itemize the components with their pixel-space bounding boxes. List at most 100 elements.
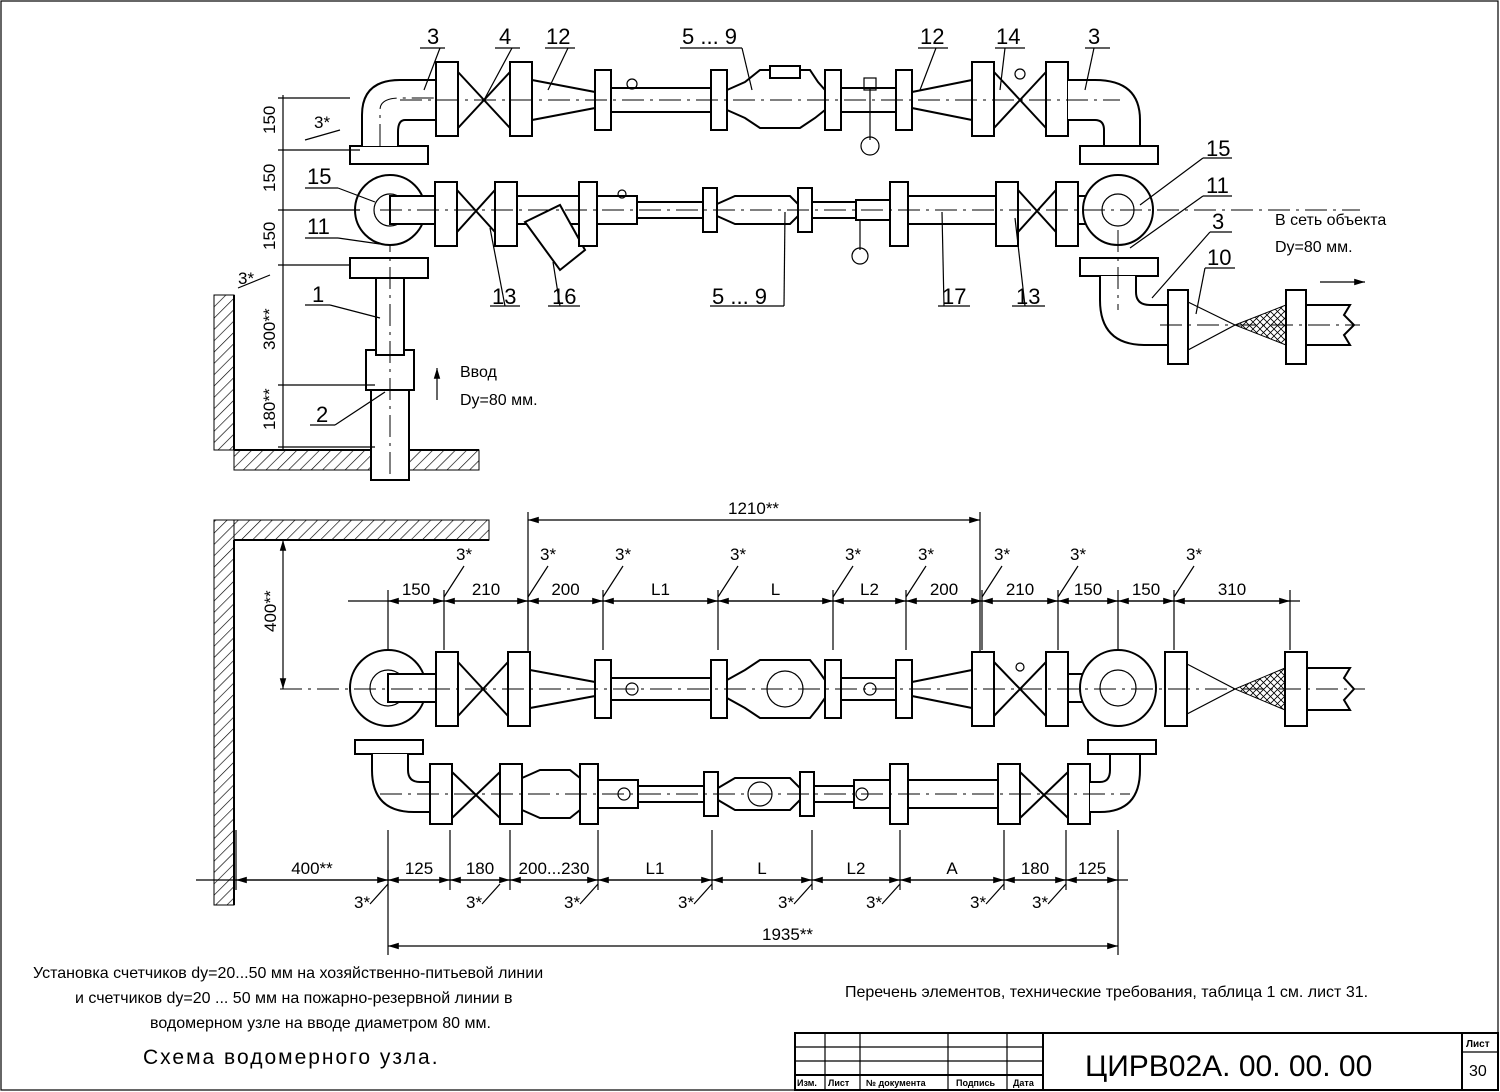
pos-5-9-lower: 5 ... 9 <box>712 284 767 309</box>
dim-300: 300** <box>260 308 279 350</box>
description-line-1: Установка счетчиков dy=20...50 мм на хоз… <box>33 965 543 982</box>
top-dim-value-6: 200 <box>930 580 958 599</box>
pos-5-9-upper: 5 ... 9 <box>682 24 737 49</box>
bottom-dim-value-6: L2 <box>847 859 866 878</box>
inlet-label: Ввод <box>460 364 498 381</box>
bottom-star-leader-2 <box>579 883 599 905</box>
pos-13-right: 13 <box>1016 284 1040 309</box>
floor-hatch <box>233 449 480 471</box>
top-star-leader-0 <box>443 565 465 598</box>
top-star-leader-4 <box>832 565 854 598</box>
col-izm: Изм. <box>797 1078 817 1088</box>
bottom-star-0: 3* <box>354 893 370 912</box>
bottom-dim-value-4: L1 <box>646 859 665 878</box>
top-dim-value-0: 150 <box>402 580 430 599</box>
col-date: Дата <box>1013 1078 1035 1088</box>
reference-note: Перечень элементов, технические требован… <box>845 984 1368 1001</box>
bottom-upper-line <box>280 649 1365 727</box>
pos-16: 16 <box>552 284 576 309</box>
top-dim-value-9: 150 <box>1132 580 1160 599</box>
scheme-title: Схема водомерного узла. <box>143 1046 440 1069</box>
bottom-star-leader-4 <box>793 883 813 905</box>
bottom-star-4: 3* <box>778 893 794 912</box>
pos-14: 14 <box>996 24 1020 49</box>
title-block: Изм. Лист № документа Подпись Дата ЦИРВ0… <box>794 1032 1499 1091</box>
pos-10: 10 <box>1207 245 1231 270</box>
top-star-6: 3* <box>994 545 1010 564</box>
col-list: Лист <box>828 1078 850 1088</box>
bottom-lower-line <box>354 739 1157 825</box>
top-dim-value-1: 210 <box>472 580 500 599</box>
pos-3-left: 3 <box>427 24 439 49</box>
top-dim-value-4: L <box>771 580 780 599</box>
bottom-star-1: 3* <box>466 893 482 912</box>
top-star-2: 3* <box>615 545 631 564</box>
top-star-3: 3* <box>730 545 746 564</box>
pos-3-outlet: 3 <box>1212 209 1224 234</box>
bottom-star-5: 3* <box>866 893 882 912</box>
bottom-dim-value-7: А <box>946 859 958 878</box>
pos-13-left: 13 <box>492 284 516 309</box>
inlet-riser <box>349 145 429 481</box>
dim-180: 180** <box>260 388 279 430</box>
top-dim-value-8: 150 <box>1074 580 1102 599</box>
top-dim-value-7: 210 <box>1006 580 1034 599</box>
bottom-dim-value-0: 400** <box>291 859 333 878</box>
wall-hatch <box>213 294 235 451</box>
bottom-dim-value-5: L <box>757 859 766 878</box>
outlet-diameter: Dy=80 мм. <box>1275 239 1353 256</box>
top-star-1: 3* <box>540 545 556 564</box>
dim-150-mid: 150 <box>260 164 279 192</box>
bottom-star-3: 3* <box>678 893 694 912</box>
description-line-3: водомерном узле на вводе диаметром 80 мм… <box>150 1015 491 1032</box>
top-star-7: 3* <box>1070 545 1086 564</box>
lower-line <box>354 174 1360 365</box>
top-star-8: 3* <box>1186 545 1202 564</box>
pos-11-right: 11 <box>1206 173 1229 198</box>
top-star-0: 3* <box>456 545 472 564</box>
bottom-star-leader-7 <box>1047 883 1067 905</box>
top-star-leader-6 <box>981 565 1003 598</box>
top-dim-value-2: 200 <box>551 580 579 599</box>
pos-4: 4 <box>499 24 511 49</box>
top-star-5: 3* <box>918 545 934 564</box>
top-star-leader-2 <box>602 565 624 598</box>
top-star-leader-5 <box>905 565 927 598</box>
bottom-star-leader-1 <box>481 883 501 905</box>
outlet-label: В сеть объекта <box>1275 212 1386 229</box>
top-dim-value-3: L1 <box>651 580 670 599</box>
bottom-star-7: 3* <box>1032 893 1048 912</box>
bottom-dim-value-9: 125 <box>1078 859 1106 878</box>
bottom-star-leader-0 <box>369 883 389 905</box>
top-star-leader-8 <box>1173 565 1195 598</box>
star-dim-lower: 3* <box>238 269 254 288</box>
inlet-diameter: Dy=80 мм. <box>460 392 538 409</box>
pos-17: 17 <box>942 284 966 309</box>
upper-line <box>361 61 1159 165</box>
col-document: № документа <box>866 1078 927 1088</box>
pos-15-left: 15 <box>307 164 331 189</box>
document-code: ЦИРВ02А. 00. 00. 00 <box>1085 1050 1372 1083</box>
top-dim-value-5: L2 <box>860 580 879 599</box>
pos-3-right: 3 <box>1088 24 1100 49</box>
sheet-number: 30 <box>1469 1063 1487 1080</box>
top-view-scheme: 150 150 150 300** 180** 3* 3* <box>213 24 1386 481</box>
dim-1935: 1935** <box>762 925 813 944</box>
pos-1: 1 <box>312 282 324 307</box>
description-line-2: и счетчиков dy=20 ... 50 мм на пожарно-р… <box>75 990 513 1007</box>
bottom-dim-value-1: 125 <box>405 859 433 878</box>
pos-11-left: 11 <box>307 214 330 239</box>
position-leaders <box>305 47 1235 426</box>
bottom-dim-value-3: 200...230 <box>519 859 590 878</box>
top-star-leader-7 <box>1057 565 1079 598</box>
bottom-star-leader-3 <box>693 883 713 905</box>
ceiling-hatch-bottom <box>233 519 490 541</box>
bottom-star-leader-5 <box>881 883 901 905</box>
wall-hatch-bottom <box>213 519 235 906</box>
top-star-leader-3 <box>717 565 739 598</box>
dim-1210: 1210** <box>728 499 779 518</box>
pos-12-left: 12 <box>546 24 570 49</box>
